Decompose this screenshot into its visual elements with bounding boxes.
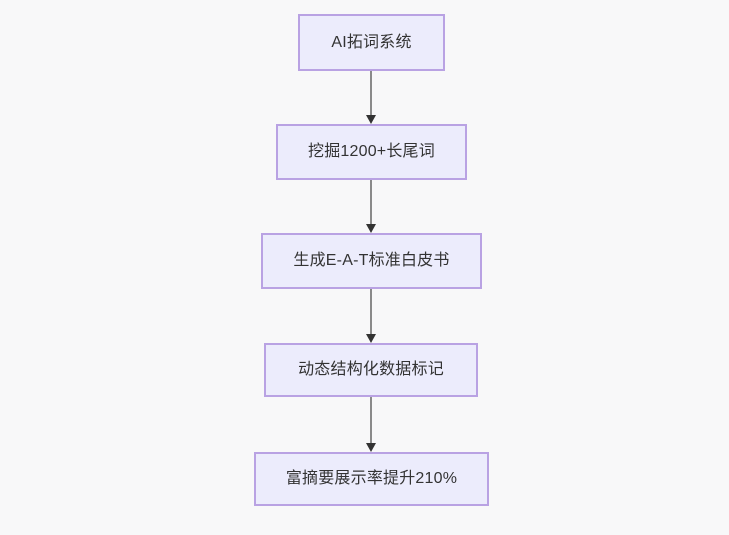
- edge-node4-to-node5: [366, 397, 376, 452]
- flowchart-node-mine-longtail-keywords[interactable]: 挖掘1200+长尾词: [276, 124, 467, 180]
- flowchart-node-label: 生成E-A-T标准白皮书: [293, 252, 450, 270]
- edge-line: [370, 180, 372, 225]
- edge-line: [370, 397, 372, 444]
- edge-line: [370, 289, 372, 335]
- edge-node2-to-node3: [366, 180, 376, 233]
- flowchart-node-label: 动态结构化数据标记: [298, 361, 444, 379]
- flowchart-node-dynamic-structured-data-markup[interactable]: 动态结构化数据标记: [264, 343, 478, 397]
- flowchart-node-ai-keyword-system[interactable]: AI拓词系统: [298, 14, 445, 71]
- arrowhead-icon: [366, 443, 376, 452]
- flowchart-node-label: 挖掘1200+长尾词: [308, 143, 435, 161]
- edge-node3-to-node4: [366, 289, 376, 343]
- flowchart-node-generate-eat-whitepaper[interactable]: 生成E-A-T标准白皮书: [261, 233, 482, 289]
- flowchart-node-label: 富摘要展示率提升210%: [285, 470, 458, 488]
- arrowhead-icon: [366, 224, 376, 233]
- edge-node1-to-node2: [366, 71, 376, 124]
- arrowhead-icon: [366, 334, 376, 343]
- arrowhead-icon: [366, 115, 376, 124]
- flowchart-node-rich-snippet-impression-lift[interactable]: 富摘要展示率提升210%: [254, 452, 489, 506]
- edge-line: [370, 71, 372, 116]
- flowchart-node-label: AI拓词系统: [331, 33, 412, 51]
